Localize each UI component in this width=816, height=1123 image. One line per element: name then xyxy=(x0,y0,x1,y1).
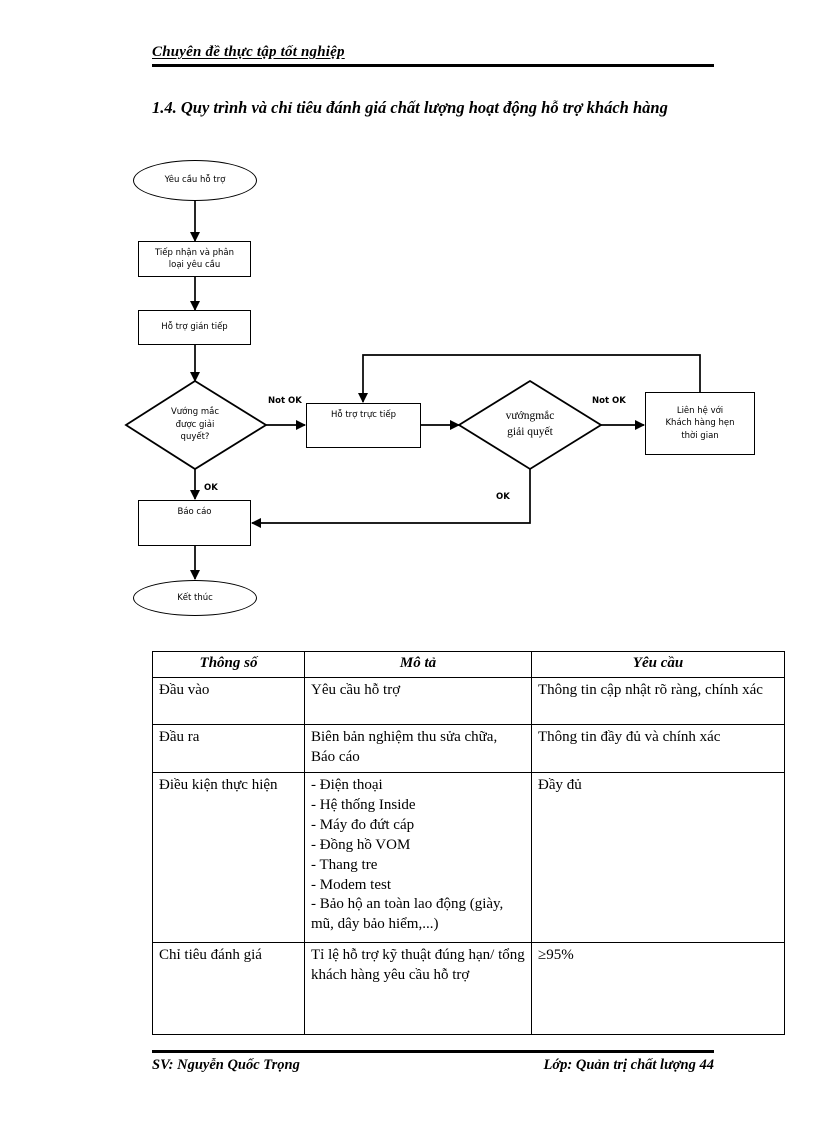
table-row: Đầu vào Yêu cầu hỗ trợ Thông tin cập nhậ… xyxy=(152,676,785,725)
table-header-parameter: Thông số xyxy=(152,651,305,678)
cell-parameter: Chỉ tiêu đánh giá xyxy=(152,941,305,1035)
table-row: Đầu ra Biên bản nghiệm thu sửa chữa, Báo… xyxy=(152,723,785,773)
footer-divider-rule xyxy=(152,1050,714,1053)
section-heading: 1.4. Quy trình và chỉ tiêu đánh giá chất… xyxy=(152,98,668,117)
flow-node-direct-support-label: Hỗ trợ trực tiếp xyxy=(331,410,396,420)
footer-student-name: SV: Nguyễn Quốc Trọng xyxy=(152,1057,300,1073)
cell-description: Tỉ lệ hỗ trợ kỹ thuật đúng hạn/ tổng khá… xyxy=(304,941,532,1035)
page-running-header: Chuyên đề thực tập tốt nghiệp xyxy=(152,44,714,67)
page-running-footer: SV: Nguyễn Quốc Trọng Lớp: Quản trị chất… xyxy=(152,1050,714,1074)
flow-node-contact-customer-label: Liên hệ với Khách hàng hẹn thời gian xyxy=(665,406,735,441)
flow-node-contact-customer: Liên hệ với Khách hàng hẹn thời gian xyxy=(645,392,755,455)
flow-node-indirect-support-label: Hỗ trợ gián tiếp xyxy=(161,322,228,333)
flow-node-start-label: Yêu cầu hỗ trợ xyxy=(164,175,226,186)
flow-node-indirect-support: Hỗ trợ gián tiếp xyxy=(138,310,251,345)
cell-requirement: ≥95% xyxy=(531,941,785,1035)
cell-requirement: Thông tin đầy đủ và chính xác xyxy=(531,723,785,773)
table-header-row: Thông số Mô tả Yêu cầu xyxy=(152,651,785,678)
cell-parameter: Đầu vào xyxy=(152,676,305,725)
header-divider-rule xyxy=(152,64,714,67)
running-header-title: Chuyên đề thực tập tốt nghiệp xyxy=(152,44,345,60)
edge-contact-feedback-to-direct xyxy=(357,354,701,404)
cell-parameter: Đầu ra xyxy=(152,723,305,773)
flow-node-start: Yêu cầu hỗ trợ xyxy=(133,160,257,201)
flow-node-end: Kết thúc xyxy=(133,580,257,616)
flow-node-direct-support: Hỗ trợ trực tiếp xyxy=(306,403,421,448)
process-specification-table: Thông số Mô tả Yêu cầu Đầu vào Yêu cầu h… xyxy=(152,651,785,1035)
table-header-description: Mô tả xyxy=(304,651,532,678)
cell-requirement: Đầy đủ xyxy=(531,771,785,943)
table-row: Điều kiện thực hiện - Điện thoại - Hệ th… xyxy=(152,771,785,943)
edge-label-decision2-not-ok: Not OK xyxy=(592,396,626,406)
edge-decision2-ok-to-report xyxy=(250,469,531,529)
cell-description: Yêu cầu hỗ trợ xyxy=(304,676,532,725)
support-process-flowchart: Yêu cầu hỗ trợ Tiếp nhận và phân loại yê… xyxy=(124,160,755,616)
flow-node-report-label: Báo cáo xyxy=(177,507,212,517)
cell-description: Biên bản nghiệm thu sửa chữa, Báo cáo xyxy=(304,723,532,773)
flowchart-connector-layer xyxy=(124,201,701,581)
cell-parameter: Điều kiện thực hiện xyxy=(152,771,305,943)
edge-label-decision1-not-ok: Not OK xyxy=(268,396,302,406)
flow-node-report: Báo cáo xyxy=(138,500,251,546)
flow-node-receive-request: Tiếp nhận và phân loại yêu cầu xyxy=(138,241,251,277)
footer-class-name: Lớp: Quản trị chất lượng 44 xyxy=(543,1057,714,1073)
table-row: Chỉ tiêu đánh giá Tỉ lệ hỗ trợ kỹ thuật … xyxy=(152,941,785,1035)
cell-description: - Điện thoại - Hệ thống Inside - Máy đo … xyxy=(304,771,532,943)
table-header-requirement: Yêu cầu xyxy=(531,651,785,678)
flow-node-receive-request-label: Tiếp nhận và phân loại yêu cầu xyxy=(154,247,234,270)
flow-node-end-label: Kết thúc xyxy=(177,592,213,603)
edge-label-decision1-ok: OK xyxy=(204,483,218,493)
decision1-diamond-shape xyxy=(124,379,268,471)
decision2-diamond-shape xyxy=(457,379,603,471)
edge-label-decision2-ok: OK xyxy=(496,492,510,502)
cell-requirement: Thông tin cập nhật rõ ràng, chính xác xyxy=(531,676,785,725)
